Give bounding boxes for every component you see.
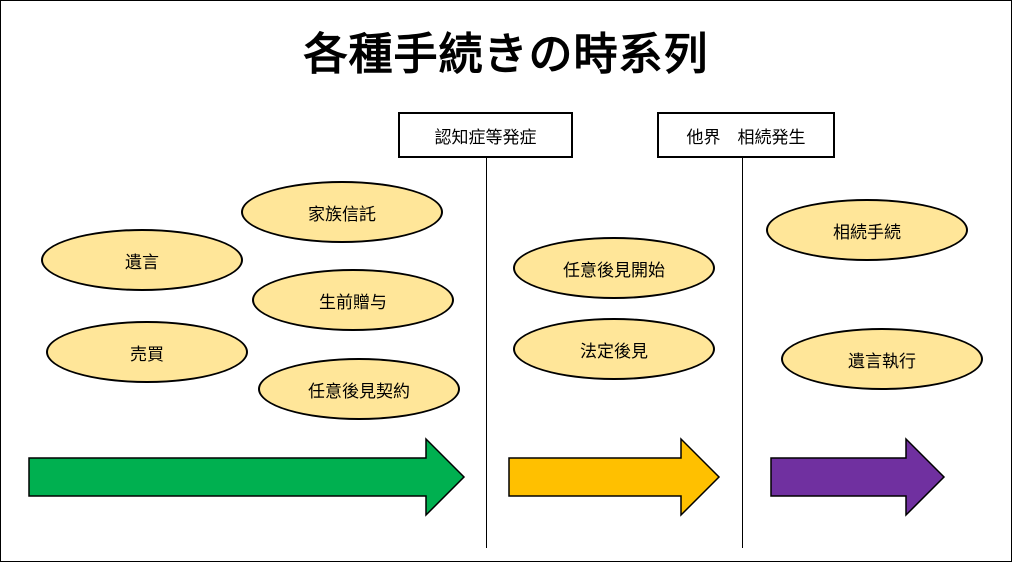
procedure-voluntary-guardianship-start: 任意後見開始 <box>513 237 715 299</box>
procedure-family-trust: 家族信託 <box>241 181 443 243</box>
divider-dementia-onset <box>486 158 487 548</box>
event-death-inheritance: 他界 相続発生 <box>657 112 835 158</box>
procedure-sale: 売買 <box>46 321 248 383</box>
divider-death <box>742 158 743 548</box>
diagram-title: 各種手続きの時系列 <box>303 29 709 80</box>
procedure-legal-guardianship: 法定後見 <box>513 318 715 380</box>
procedure-lifetime-gift: 生前贈与 <box>252 269 454 331</box>
event-dementia-onset: 認知症等発症 <box>398 112 573 158</box>
procedure-inheritance: 相続手続 <box>766 199 968 261</box>
procedure-voluntary-guardianship-contract: 任意後見契約 <box>258 358 460 420</box>
procedure-will-execution: 遺言執行 <box>781 328 983 390</box>
procedure-will: 遺言 <box>41 229 243 291</box>
